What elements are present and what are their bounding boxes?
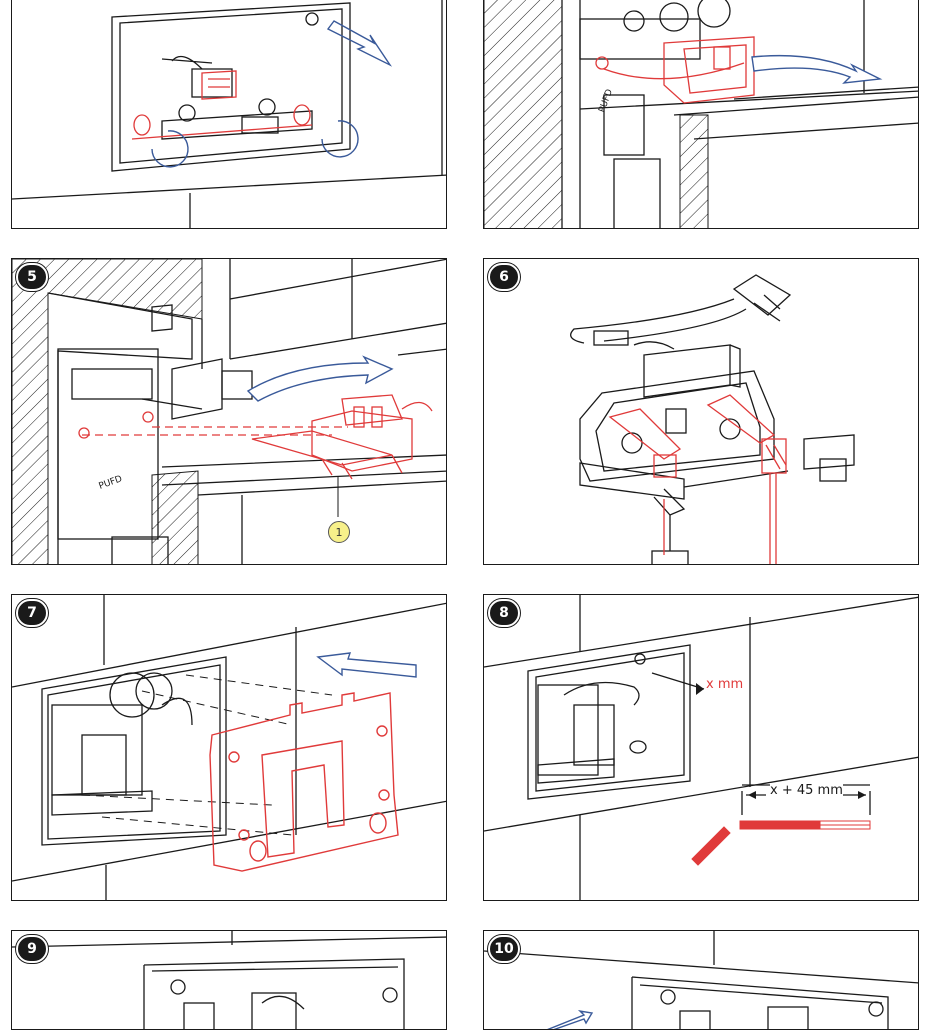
- step-4-illustration: PUFD: [484, 0, 918, 228]
- step-panel-7: 7: [11, 594, 447, 901]
- step-3-illustration: [12, 0, 446, 228]
- step-5-illustration: PUFD: [12, 259, 446, 564]
- step-9-illustration: [12, 931, 446, 1029]
- rod-length-label: x + 45 mm: [770, 783, 843, 798]
- step-7-illustration: [12, 595, 446, 900]
- svg-text:PUFD: PUFD: [597, 88, 615, 114]
- step-number-badge: 8: [488, 599, 520, 627]
- step-panel-10: 10: [483, 930, 919, 1030]
- step-8-illustration: [484, 595, 918, 900]
- wall-depth-label: x mm: [706, 677, 744, 692]
- svg-text:PUFD: PUFD: [98, 474, 124, 492]
- step-number-badge: 10: [488, 935, 520, 963]
- step-panel-8: 8 x mm x + 45 mm: [483, 594, 919, 901]
- step-10-illustration: [484, 931, 918, 1029]
- step-panel-6: 6: [483, 258, 919, 565]
- step-panel-3: [11, 0, 447, 229]
- step-panel-9: 9: [11, 930, 447, 1030]
- step-6-illustration: [570, 274, 855, 564]
- step-panel-4: PUFD: [483, 0, 919, 229]
- step-number-badge: 5: [16, 263, 48, 291]
- step-number-badge: 9: [16, 935, 48, 963]
- step-panel-5: PUFD 5 1: [11, 258, 447, 565]
- part-callout: 1: [328, 521, 350, 543]
- step-number-badge: 7: [16, 599, 48, 627]
- step-number-badge: 6: [488, 263, 520, 291]
